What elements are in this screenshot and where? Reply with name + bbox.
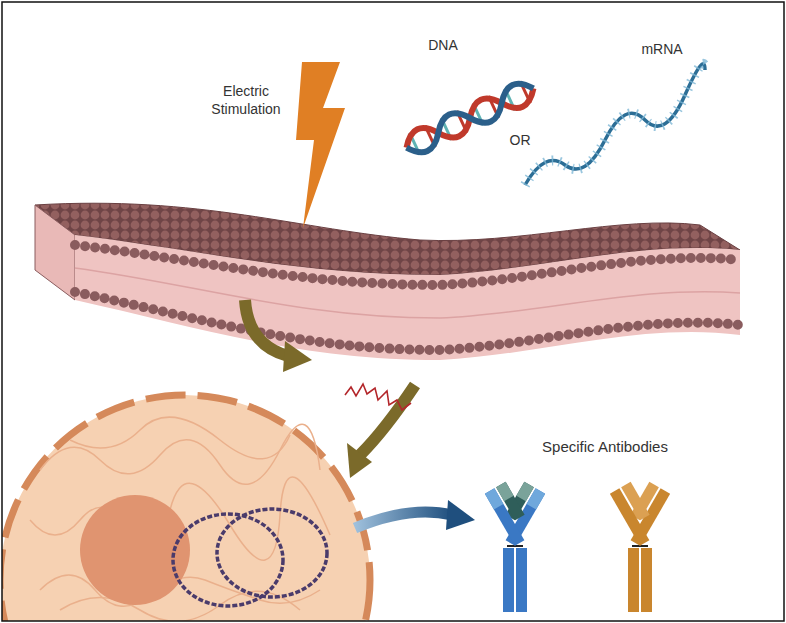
expression-arrow	[355, 500, 475, 530]
or-label: OR	[510, 131, 531, 149]
nucleic-acid-fragment	[345, 384, 411, 410]
cell-membrane	[35, 203, 740, 360]
dna-helix	[401, 78, 538, 159]
mrna-strand	[525, 64, 705, 185]
antibody-blue	[485, 482, 545, 612]
dna-label: DNA	[428, 36, 458, 54]
nucleus	[2, 395, 370, 621]
antibodies-label: Specific Antibodies	[542, 438, 668, 456]
mrna-label: mRNA	[641, 40, 682, 58]
lightning-bolt	[296, 62, 345, 228]
stimulation-label: Electric Stimulation	[200, 82, 292, 118]
antibody-orange	[610, 482, 670, 612]
